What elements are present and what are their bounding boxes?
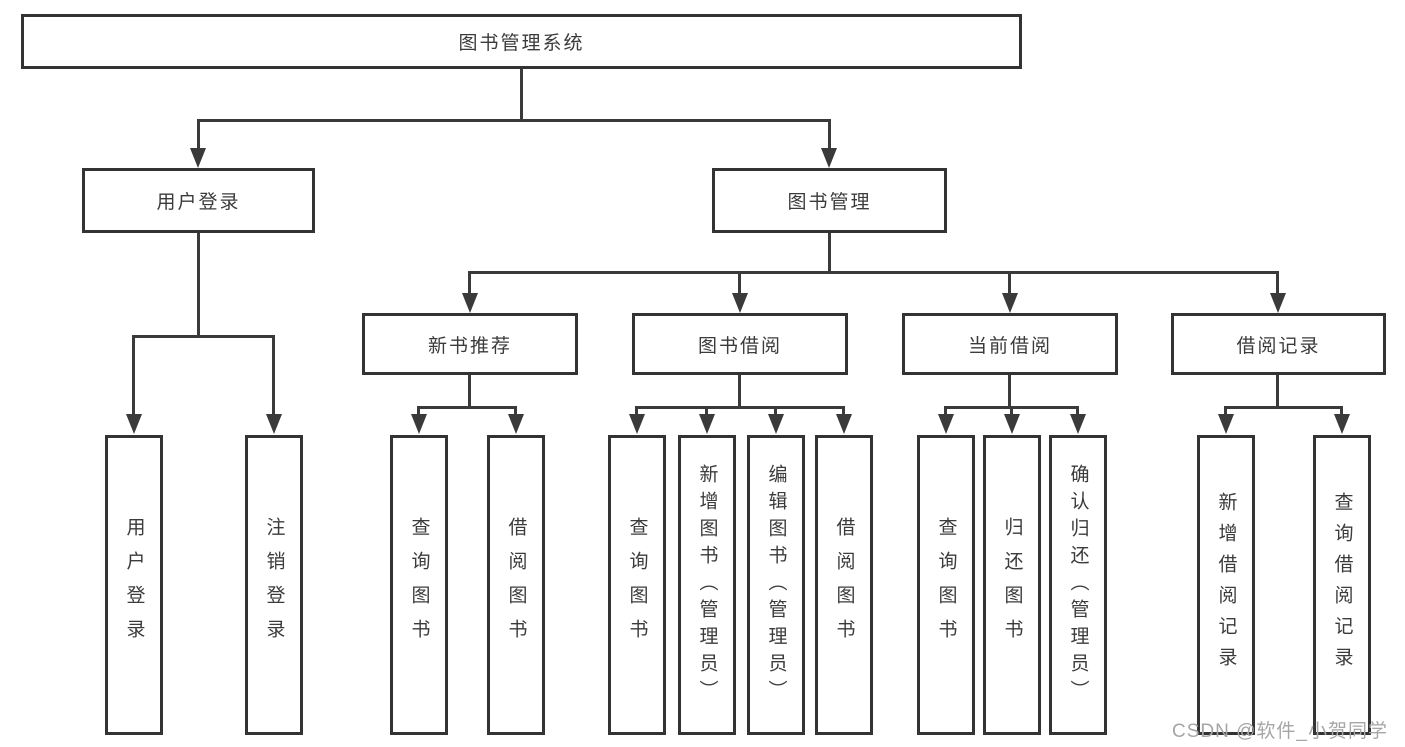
node-borrow-record: 借阅记录 <box>1171 313 1386 375</box>
arrow-down-icon <box>190 148 206 168</box>
leaf-return-book: 归还图书 <box>983 435 1041 735</box>
connector-drop-book-management <box>828 119 831 150</box>
leaf-label: 查询图书 <box>626 517 648 653</box>
arrow-down-icon <box>836 414 852 434</box>
connector-user-login-bus <box>132 335 275 338</box>
leaf-logout-login: 注销登录 <box>245 435 303 735</box>
connector-drop-new-book <box>468 271 471 295</box>
node-label: 图书借阅 <box>697 335 782 357</box>
connector-drop-book-borrow <box>738 271 741 295</box>
leaf-add-book-admin: 新增图书（管理员） <box>678 435 736 735</box>
arrow-down-icon <box>1218 414 1234 434</box>
connector-drop <box>1010 406 1013 416</box>
arrow-down-icon <box>699 414 715 434</box>
node-user-login: 用户登录 <box>82 168 315 233</box>
leaf-add-borrow-record: 新增借阅记录 <box>1197 435 1255 735</box>
connector-book-management-stem <box>828 233 831 274</box>
node-book-management: 图书管理 <box>712 168 947 233</box>
connector-drop-leaf-logout <box>272 335 275 415</box>
arrow-down-icon <box>1334 414 1350 434</box>
leaf-label: 查询借阅记录 <box>1331 492 1353 678</box>
leaf-label: 借阅图书 <box>833 517 855 653</box>
arrow-down-icon <box>1070 414 1086 434</box>
connector-drop <box>1076 406 1079 416</box>
leaf-borrow-book: 借阅图书 <box>815 435 873 735</box>
node-book-borrow: 图书借阅 <box>632 313 848 375</box>
arrow-down-icon <box>768 414 784 434</box>
connector-drop <box>842 406 845 416</box>
leaf-user-login: 用户登录 <box>105 435 163 735</box>
node-label: 当前借阅 <box>967 335 1052 357</box>
leaf-label: 归还图书 <box>1001 517 1023 653</box>
leaf-label: 查询图书 <box>408 517 430 653</box>
connector-book-borrow-stem <box>738 375 741 409</box>
node-label: 新书推荐 <box>427 335 512 357</box>
leaf-label: 用户登录 <box>123 517 145 653</box>
connector-borrow-record-bus <box>1224 406 1343 409</box>
connector-root-stem <box>520 69 523 122</box>
leaf-label: 注销登录 <box>263 517 285 653</box>
leaf-confirm-return-admin: 确认归还（管理员） <box>1049 435 1107 735</box>
connector-book-borrow-bus <box>635 406 845 409</box>
arrow-down-icon <box>266 414 282 434</box>
connector-new-book-bus <box>417 406 517 409</box>
connector-drop-user-login <box>197 119 200 150</box>
node-label: 图书管理系统 <box>458 33 585 54</box>
leaf-query-book-current: 查询图书 <box>917 435 975 735</box>
arrow-down-icon <box>411 414 427 434</box>
node-current-borrow: 当前借阅 <box>902 313 1118 375</box>
leaf-label: 借阅图书 <box>505 517 527 653</box>
connector-borrow-record-stem <box>1276 375 1279 409</box>
leaf-label: 确认归还（管理员） <box>1067 463 1089 707</box>
connector-drop-leaf-user-login <box>132 335 135 415</box>
connector-drop <box>635 406 638 416</box>
node-library-management-system: 图书管理系统 <box>21 14 1022 69</box>
node-label: 图书管理 <box>787 192 872 213</box>
arrow-down-icon <box>462 293 478 313</box>
leaf-label: 查询图书 <box>935 517 957 653</box>
arrow-down-icon <box>508 414 524 434</box>
arrow-down-icon <box>629 414 645 434</box>
leaf-label: 新增借阅记录 <box>1215 492 1237 678</box>
leaf-query-book-newbook: 查询图书 <box>390 435 448 735</box>
connector-drop <box>944 406 947 416</box>
leaf-borrow-book-newbook: 借阅图书 <box>487 435 545 735</box>
connector-drop <box>774 406 777 416</box>
leaf-edit-book-admin: 编辑图书（管理员） <box>747 435 805 735</box>
node-label: 用户登录 <box>156 192 241 213</box>
arrow-down-icon <box>732 293 748 313</box>
connector-level1-bus <box>197 119 831 122</box>
connector-drop <box>705 406 708 416</box>
arrow-down-icon <box>821 148 837 168</box>
connector-new-book-stem <box>468 375 471 409</box>
leaf-label: 编辑图书（管理员） <box>765 463 787 707</box>
connector-drop-borrow-record <box>1276 271 1279 295</box>
connector-current-borrow-stem <box>1008 375 1011 409</box>
connector-drop-current-borrow <box>1008 271 1011 295</box>
arrow-down-icon <box>1270 293 1286 313</box>
node-new-book-recommend: 新书推荐 <box>362 313 578 375</box>
connector-level3-bus <box>468 271 1279 274</box>
node-label: 借阅记录 <box>1236 335 1321 357</box>
arrow-down-icon <box>1004 414 1020 434</box>
csdn-watermark: CSDN @软件_小贺同学 <box>1172 721 1388 742</box>
leaf-label: 新增图书（管理员） <box>696 463 718 707</box>
arrow-down-icon <box>938 414 954 434</box>
connector-drop <box>1224 406 1227 416</box>
connector-user-login-stem <box>197 233 200 338</box>
arrow-down-icon <box>126 414 142 434</box>
leaf-query-borrow-record: 查询借阅记录 <box>1313 435 1371 735</box>
connector-drop <box>514 406 517 416</box>
arrow-down-icon <box>1002 293 1018 313</box>
connector-drop <box>417 406 420 416</box>
connector-drop <box>1340 406 1343 416</box>
leaf-query-book-borrow: 查询图书 <box>608 435 666 735</box>
